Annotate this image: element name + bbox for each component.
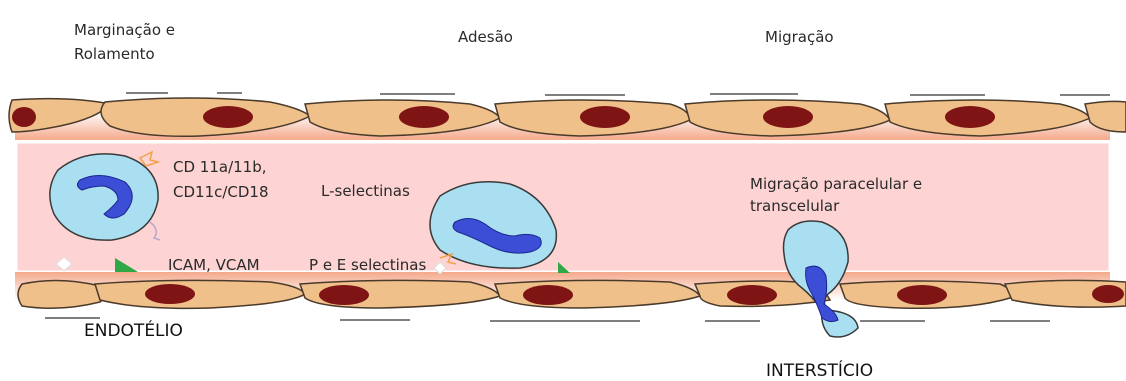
stage-label-adhesion: Adesão [458,27,513,47]
icam-vcam-label: ICAM, VCAM [168,255,260,275]
stage-label-margination: Marginação e [74,20,175,40]
migration-type-label-line2: transcelular [750,196,839,216]
migration-type-label-line1: Migração paracelular e [750,174,922,194]
l-selectins-label: L-selectinas [321,181,410,201]
rolling-leukocyte [50,152,160,240]
lower-wall-dashes [45,318,1050,321]
integrins-label-line1: CD 11a/11b, [173,157,267,177]
stage-label-rolling: Rolamento [74,44,155,64]
p-e-selectins-label: P e E selectinas [309,255,426,275]
integrins-label-line2: CD11c/CD18 [173,182,269,202]
endothelium-label: ENDOTÉLIO [84,321,183,341]
upper-wall-dashes [126,93,1110,95]
stage-label-migration: Migração [765,27,834,47]
interstitium-label: INTERSTÍCIO [766,361,873,381]
